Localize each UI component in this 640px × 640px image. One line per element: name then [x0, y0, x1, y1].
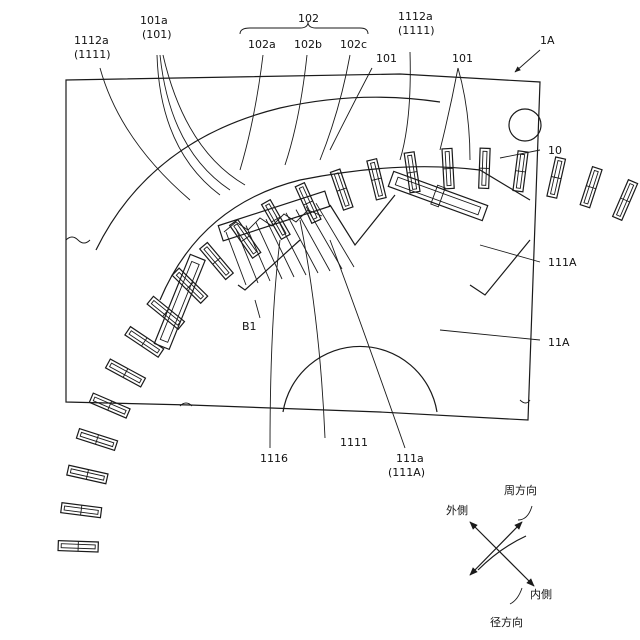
magnet-slot — [404, 152, 420, 193]
label-11A: 11A — [548, 336, 570, 349]
magnet-slot — [67, 465, 108, 483]
magnet-slot — [330, 169, 353, 210]
label-1112a-right: 1112a — [398, 10, 433, 23]
magnet-slot — [442, 148, 454, 188]
magnet-hole-right — [388, 171, 487, 220]
label-1111: 1111 — [340, 436, 368, 449]
welding-lines — [226, 203, 354, 285]
weld-line — [286, 213, 318, 273]
center-semicircle — [283, 346, 437, 412]
label-102: 102 — [298, 12, 319, 25]
magnet-slot — [295, 183, 321, 224]
weld-line — [276, 216, 306, 275]
hole-top-right — [509, 109, 541, 141]
magnet-slot — [513, 151, 528, 192]
label-1112a-left: 1112a — [74, 34, 109, 47]
weld-line — [266, 219, 294, 277]
label-102a: 102a — [248, 38, 276, 51]
magnet-slot — [89, 393, 130, 418]
arrow-1A — [515, 50, 540, 72]
magnet-slots — [58, 148, 640, 552]
leader-lines — [100, 52, 540, 448]
label-101-mid: 101 — [376, 52, 397, 65]
web-right — [470, 240, 530, 295]
label-10: 10 — [548, 144, 562, 157]
magnet-slot — [613, 180, 638, 221]
label-102c: 102c — [340, 38, 367, 51]
direction-key: 周方向 外側 内側 径方向 — [446, 483, 552, 629]
label-inner: 内側 — [530, 587, 552, 601]
label-radial: 径方向 — [490, 615, 523, 629]
magnet-slot — [479, 148, 490, 188]
label-outer: 外側 — [446, 504, 468, 517]
label-1A: 1A — [540, 34, 555, 47]
label-circumferential: 周方向 — [504, 483, 537, 497]
label-111A: 111A — [548, 256, 577, 269]
web-mid — [330, 195, 395, 245]
label-1116: 1116 — [260, 452, 288, 465]
magnet-slot — [61, 503, 102, 518]
label-111A-paren: (111A) — [388, 466, 425, 479]
sheet-break-left — [66, 237, 90, 243]
label-102b: 102b — [294, 38, 322, 51]
label-1111-right: (1111) — [398, 24, 435, 37]
magnet-slot — [106, 359, 146, 387]
label-101-right: 101 — [452, 52, 473, 65]
label-1111-left: (1111) — [74, 48, 111, 61]
weld-line — [236, 229, 258, 283]
label-111a: 111a — [396, 452, 424, 465]
outer-yoke-arc — [96, 97, 440, 250]
magnet-slot — [547, 157, 566, 198]
magnet-slot — [76, 429, 117, 451]
label-B1: B1 — [242, 320, 257, 333]
magnet-slot — [58, 541, 98, 552]
label-101-paren: (101) — [142, 28, 172, 41]
web-left — [238, 240, 300, 290]
magnet-slot — [367, 159, 386, 200]
magnet-slot — [580, 167, 602, 208]
magnet-slot — [125, 327, 164, 358]
label-101a: 101a — [140, 14, 168, 27]
